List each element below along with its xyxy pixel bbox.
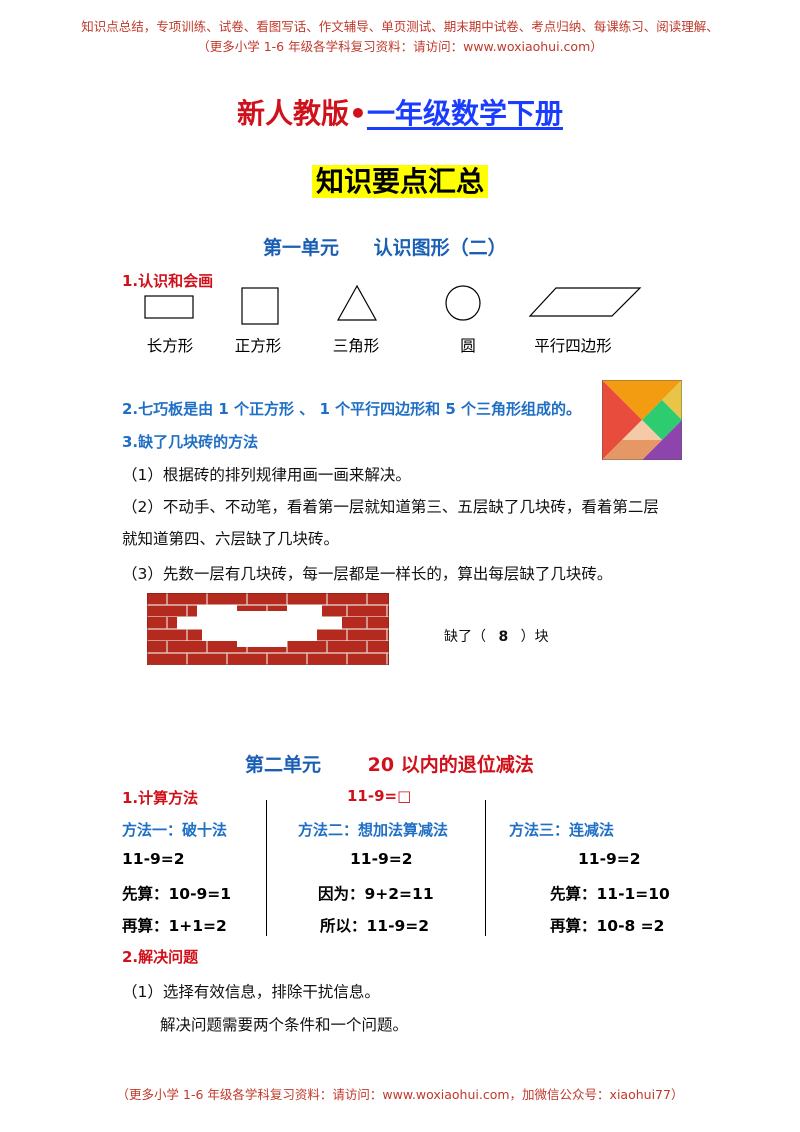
column-divider-2: [485, 800, 486, 936]
method1-line-3: 再算：1+1=2: [122, 917, 227, 935]
unit1-heading: 第一单元 认识图形（二）: [263, 233, 507, 260]
unit2-problem: 11-9=□: [347, 787, 412, 805]
method2-line-1: 11-9=2: [350, 850, 413, 868]
unit1-para-2b: 就知道第四、六层缺了几块砖。: [122, 530, 340, 548]
shape-label-triangle: 三角形: [332, 337, 380, 355]
method3-line-1: 11-9=2: [578, 850, 641, 868]
unit1-name: 认识图形（二）: [373, 237, 507, 259]
unit2-section-1: 1.计算方法: [122, 789, 199, 807]
rectangle-shape: [144, 295, 194, 319]
unit1-para-1: （1）根据砖的排列规律用画一画来解决。: [122, 466, 411, 484]
missing-prefix: 缺了（: [444, 629, 486, 645]
header-line-1: 知识点总结，专项训练、试卷、看图写话、作文辅导、单页测试、期末期中试卷、考点归纳…: [81, 19, 719, 34]
method2-line-3: 所以：11-9=2: [320, 917, 430, 935]
parallelogram-shape: [528, 287, 642, 317]
shape-label-rectangle: 长方形: [146, 337, 194, 355]
title-part-1: 新人教版•: [237, 97, 367, 130]
method2-title: 方法二：想加法算减法: [298, 821, 449, 839]
method1-line-2: 先算：10-9=1: [122, 885, 232, 903]
unit1-para-3: （3）先数一层有几块砖，每一层都是一样长的，算出每层缺了几块砖。: [122, 565, 613, 583]
page-subtitle: 知识要点汇总: [0, 160, 800, 200]
tangram-image: [602, 380, 682, 460]
footer: （更多小学 1-6 年级各学科复习资料：请访问：www.woxiaohui.co…: [116, 1087, 684, 1102]
unit2-para-1: （1）选择有效信息，排除干扰信息。: [122, 983, 380, 1001]
circle-shape: [445, 285, 481, 321]
brick-wall-image: [147, 593, 389, 665]
unit1-section-1: 1.认识和会画: [122, 272, 214, 290]
unit2-label: 第二单元: [245, 754, 322, 776]
title-part-2[interactable]: 一年级数学下册: [366, 97, 563, 130]
unit2-heading: 第二单元 20 以内的退位减法: [245, 750, 534, 777]
unit1-section-2: 2.七巧板是由 1 个正方形 、 1 个平行四边形和 5 个三角形组成的。: [122, 400, 582, 418]
unit2-section-2: 2.解决问题: [122, 948, 199, 966]
page-title: 新人教版•一年级数学下册: [0, 92, 800, 132]
unit2-para-2: 解决问题需要两个条件和一个问题。: [160, 1016, 409, 1034]
triangle-shape: [336, 284, 378, 321]
unit2-name: 20 以内的退位减法: [367, 754, 534, 776]
shapes-row: [144, 284, 642, 325]
subtitle-highlight: 知识要点汇总: [311, 165, 488, 198]
method3-line-2: 先算：11-1=10: [550, 885, 670, 903]
unit1-section-3: 3.缺了几块砖的方法: [122, 433, 259, 451]
missing-value: 8: [498, 629, 509, 645]
method1-line-1: 11-9=2: [122, 850, 185, 868]
header-line-2: （更多小学 1-6 年级各学科复习资料：请访问：www.woxiaohui.co…: [197, 39, 603, 54]
unit1-para-2a: （2）不动手、不动笔，看着第一层就知道第三、五层缺了几块砖，看着第二层: [122, 498, 659, 516]
method3-line-3: 再算：10-8 =2: [550, 917, 665, 935]
shape-label-parallelogram: 平行四边形: [534, 337, 612, 355]
square-shape: [241, 287, 279, 325]
missing-suffix: ）块: [520, 629, 549, 645]
unit1-label: 第一单元: [263, 237, 340, 259]
method2-line-2: 因为：9+2=11: [318, 885, 434, 903]
column-divider-1: [266, 800, 267, 936]
method3-title: 方法三：连减法: [509, 821, 615, 839]
shape-label-circle: 圆: [460, 337, 476, 355]
missing-bricks-answer: 缺了（ 8 ）块: [444, 626, 549, 646]
method1-title: 方法一：破十法: [122, 821, 228, 839]
shape-label-square: 正方形: [234, 337, 282, 355]
